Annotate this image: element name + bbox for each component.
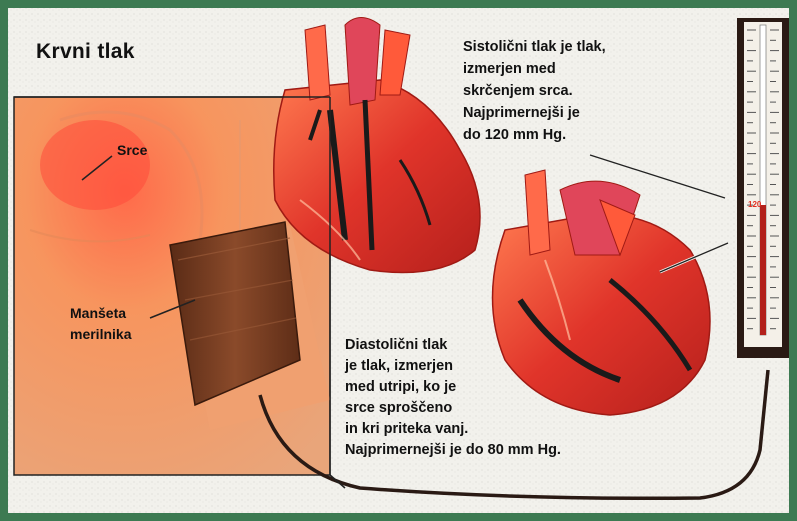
diastolic-description: Diastolični tlak je tlak, izmerjen med u…: [345, 335, 561, 461]
cuff-label: Manšeta merilnika: [70, 303, 131, 345]
infographic-frame: 120 Krvni tlak Sistolični tlak je tlak, …: [8, 8, 789, 513]
mercury-gauge: [737, 18, 789, 358]
gauge-marked-value: 120: [748, 200, 762, 209]
heart-glow: [40, 120, 150, 210]
diagram-title: Krvni tlak: [36, 40, 135, 64]
mercury-column: [760, 205, 766, 335]
heart-label: Srce: [117, 142, 147, 158]
systolic-description: Sistolični tlak je tlak, izmerjen med sk…: [463, 36, 606, 146]
